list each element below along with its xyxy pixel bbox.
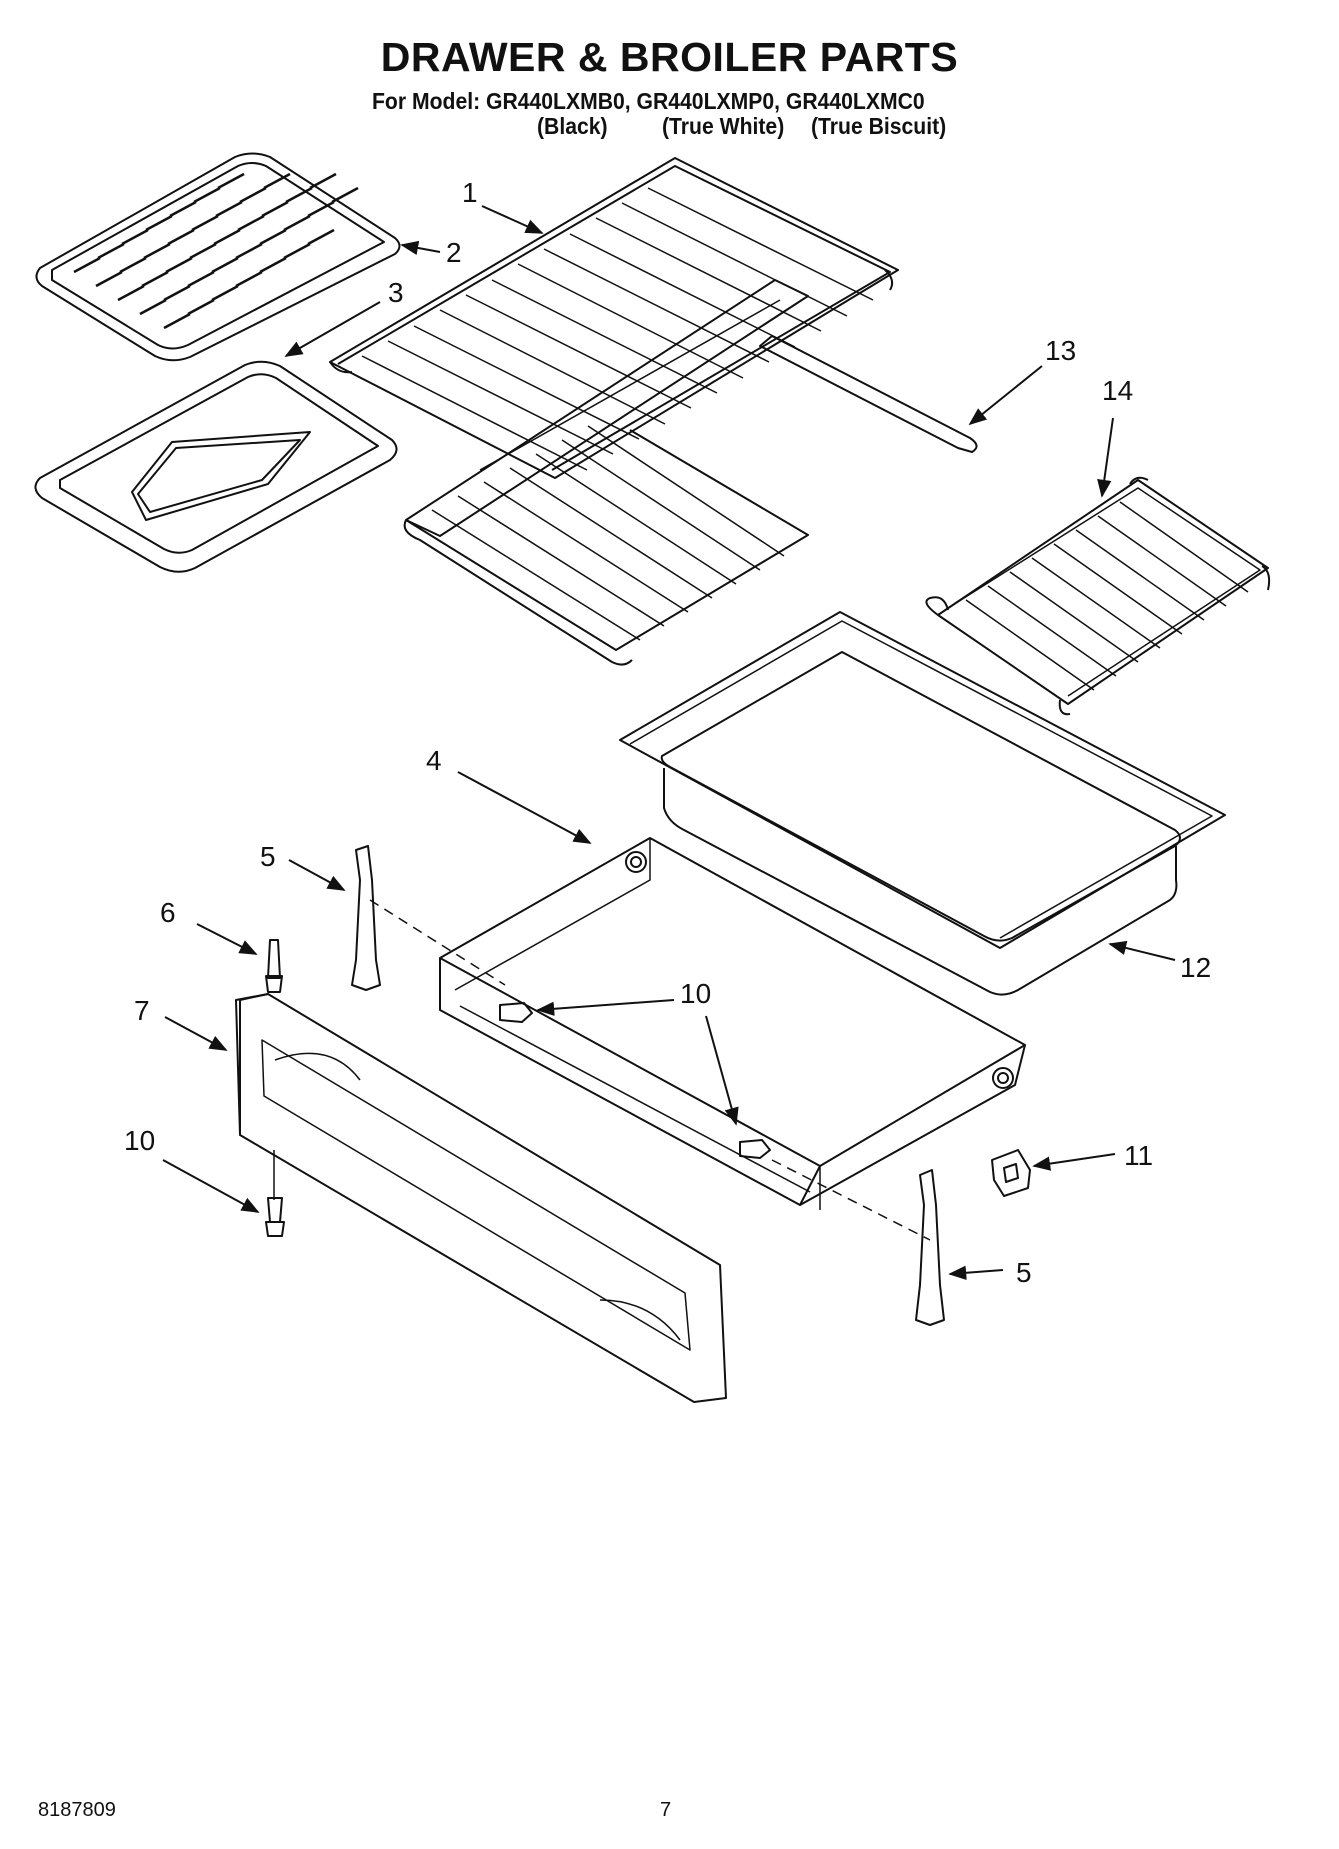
callout-1: 1 <box>462 177 478 208</box>
page-title: DRAWER & BROILER PARTS <box>380 34 959 80</box>
callout-10-left: 10 <box>124 1125 155 1156</box>
callout-13: 13 <box>1045 335 1076 366</box>
rack-slide-part <box>759 335 978 453</box>
oven-rack-part <box>329 157 899 479</box>
broiler-grid-part <box>35 152 401 362</box>
broiler-rack-part <box>925 476 1271 716</box>
screw-drawer-left-part <box>499 1002 533 1023</box>
drawer-glide-left-part <box>351 845 381 991</box>
callout-3: 3 <box>388 277 404 308</box>
screw-top-part <box>265 939 283 993</box>
callout-2: 2 <box>446 237 462 268</box>
page-number: 7 <box>660 1799 672 1821</box>
drawer-front-panel-part <box>235 993 727 1403</box>
lower-rack-part <box>403 279 809 666</box>
drawer-body-part <box>439 837 1026 1210</box>
callout-4: 4 <box>426 745 442 776</box>
variant-true-white: (True White) <box>662 113 785 139</box>
clip-part <box>991 1149 1031 1197</box>
screw-bottom-part <box>265 1197 285 1237</box>
variant-true-biscuit: (True Biscuit) <box>811 113 947 139</box>
callout-5-left: 5 <box>260 841 276 872</box>
callout-7: 7 <box>134 995 150 1026</box>
callout-12: 12 <box>1180 952 1211 983</box>
broiler-pan-part <box>34 360 398 573</box>
model-line: For Model: GR440LXMB0, GR440LXMP0, GR440… <box>372 88 925 114</box>
callout-10-center: 10 <box>680 978 711 1009</box>
drawer-pan-part <box>619 611 1226 996</box>
screw-drawer-right-part <box>739 1139 771 1159</box>
callout-6: 6 <box>160 897 176 928</box>
callout-14: 14 <box>1102 375 1133 406</box>
drawer-glide-right-part <box>915 1169 945 1326</box>
document-number: 8187809 <box>38 1799 116 1821</box>
callout-11: 11 <box>1124 1140 1153 1171</box>
callout-5-right: 5 <box>1016 1257 1032 1288</box>
variant-black: (Black) <box>537 113 608 139</box>
